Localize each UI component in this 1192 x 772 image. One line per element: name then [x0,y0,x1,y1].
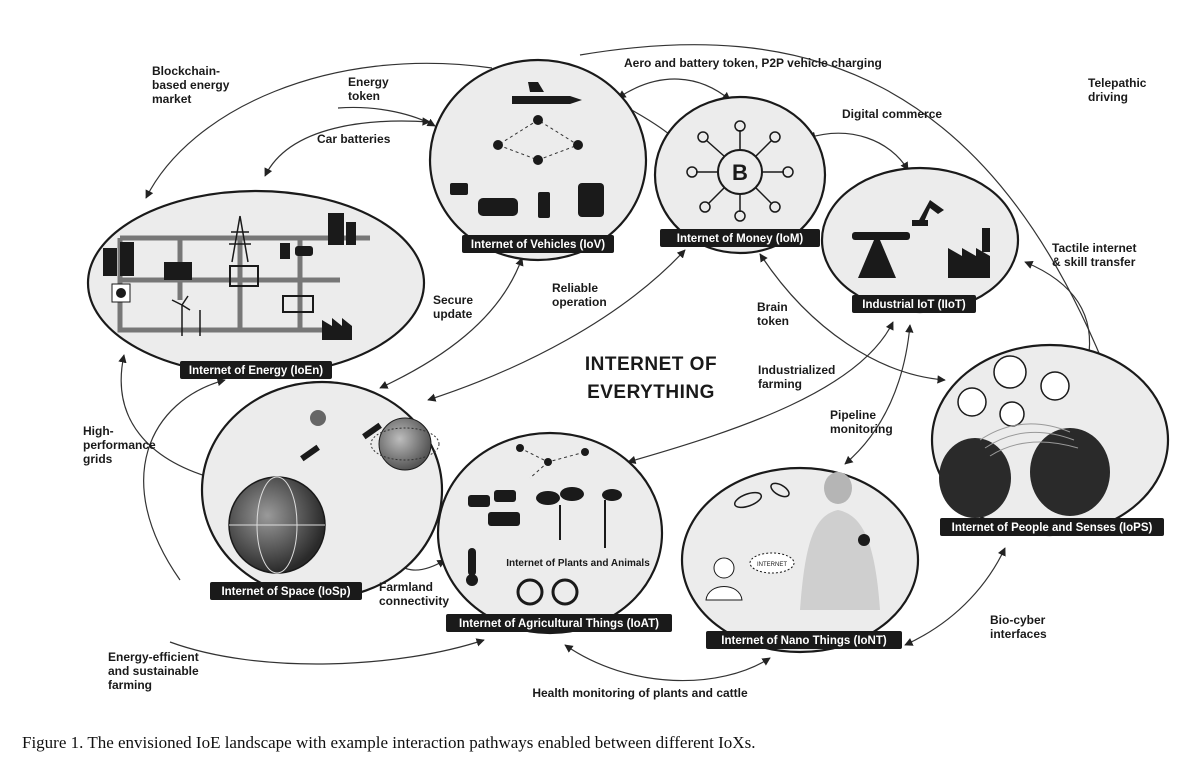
edge-label-hpg: High- performance grids [83,424,159,466]
neural-link-icon [979,423,1079,457]
edge-label-tactile: Tactile internet & skill transfer [1052,241,1140,269]
node-label-iont [706,631,902,649]
node-iov: Internet of Vehicles (IoV) [428,58,648,262]
cattle-icon [468,490,520,526]
bacteria-icon [733,482,790,509]
traffic-light-icon [538,192,550,218]
node-label-iosp-text: Internet of Space (IoSp) [221,586,350,598]
plant-icon [536,487,622,548]
link-pipeline [844,324,914,465]
internet-bubble-text: INTERNET [757,562,787,568]
factory-icon [948,228,990,278]
planet-icon [310,410,440,471]
skyscraper-icon [328,213,356,245]
pylon-icon [229,215,251,263]
node-iont: INTERNET Internet of Nano Things (IoNT) [680,466,920,654]
nuclear-icon [111,283,131,303]
link-hpg [118,354,213,480]
center-title-line-1: INTERNET OF [585,354,717,375]
doctor-icon [705,557,743,601]
ev-charger-icon [280,243,313,259]
center-title-line-2: EVERYTHING [587,382,715,403]
diagram-canvas: Internet of Energy (IoEn) Internet of Ve… [83,44,1170,700]
car-icon [450,183,518,216]
node-label-iom [660,229,820,247]
edge-label-aero: Aero and battery token, P2P vehicle char… [624,56,882,70]
drone-network-icon [516,444,589,479]
node-label-iops-text: Internet of People and Senses (IoPS) [952,522,1153,534]
edge-label-pipeline: Pipeline monitoring [830,408,893,436]
link-energy-efficient [169,638,485,665]
water-recycle-icon [516,578,579,606]
bitcoin-icon: B [732,160,748,185]
node-ioat: Internet of Plants and Animals Internet … [436,431,672,635]
edge-label-farmland: Farmland connectivity [379,580,449,608]
earth-globe-icon [228,476,326,574]
battery-icon [229,265,314,313]
link-car-batteries [264,117,431,177]
node-label-ioat-text: Internet of Agricultural Things (IoAT) [459,618,659,630]
node-iom: B Internet of Money (IoM) [653,95,827,255]
wind-turbine-icon [171,295,201,336]
airplane-icon [512,82,582,104]
edge-label-energy-efficient: Energy-efficient and sustainable farming [108,650,202,692]
link-health [564,644,771,682]
link-iov-iom-top [617,78,731,101]
robot-arm-icon [912,200,944,226]
link-tactile [1024,261,1094,361]
link-biocyber [904,547,1006,646]
edge-label-blockchain: Blockchain- based energy market [152,64,233,106]
node-label-ioen-text: Internet of Energy (IoEn) [189,365,323,377]
node-label-iov [462,235,614,253]
internet-cloud-icon: INTERNET [749,552,795,574]
edge-label-telepathic: Telepathic driving [1088,76,1150,104]
link-blockchain [145,62,493,199]
edge-label-secure-update: Secure update [433,293,476,321]
node-label-ioat [446,614,672,632]
head-icon [939,428,1110,518]
node-label-iiot-text: Industrial IoT (IIoT) [862,299,966,311]
node-label-iov-text: Internet of Vehicles (IoV) [471,239,605,251]
human-body-icon [800,472,880,610]
train-icon [578,183,604,217]
oil-pump-icon [852,232,910,278]
node-iops: Internet of People and Senses (IoPS) [930,343,1170,537]
drone-network-icon [493,115,583,165]
node-label-iom-text: Internet of Money (IoM) [677,233,804,245]
edge-label-industrialized: Industrialized farming [758,363,839,391]
edge-labels: Blockchain- based energy market Energy t… [83,56,1150,700]
bitcoin-network-icon [686,120,794,222]
node-ioen: Internet of Energy (IoEn) [86,189,426,379]
edge-label-car-batteries: Car batteries [317,132,391,146]
plants-animals-label: Internet of Plants and Animals [506,558,650,569]
node-label-iosp [210,582,362,600]
thermometer-icon [466,548,478,586]
node-label-iont-text: Internet of Nano Things (IoNT) [721,635,887,647]
edge-label-brain-token: Brain token [757,300,791,328]
edge-label-digital-commerce: Digital commerce [842,107,942,121]
edge-label-biocyber: Bio-cyber interfaces [990,613,1049,641]
node-label-iiot [852,295,976,313]
edge-label-health: Health monitoring of plants and cattle [532,686,748,700]
link-reliable [427,249,686,402]
node-label-iops [940,518,1164,536]
satellite-icon [300,422,382,462]
edge-label-reliable: Reliable operation [552,281,607,309]
edge-label-energy-token: Energy token [348,75,392,103]
figure-caption: Figure 1. The envisioned IoE landscape w… [22,733,756,752]
factory-icon [322,318,352,340]
link-energy-token [337,106,436,127]
link-iosp-ioen [143,377,226,581]
senses-icons [957,355,1070,427]
node-iosp: Internet of Space (IoSp) [200,380,444,600]
power-plant-icon [103,242,192,280]
node-label-ioen [180,361,332,379]
node-iiot: Industrial IoT (IIoT) [820,166,1020,314]
connection-links [118,44,1114,682]
link-digital-commerce [807,131,909,171]
